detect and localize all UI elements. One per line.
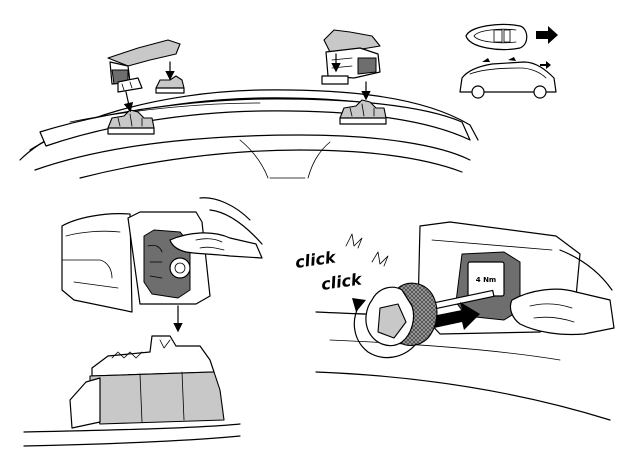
torque-knob [365, 282, 438, 347]
left-rail-foot [107, 109, 155, 135]
right-clamp-assembly [321, 29, 381, 85]
right-rail-foot [339, 99, 387, 125]
direction-arrow-large [536, 26, 558, 44]
click-label-2: click [320, 269, 364, 294]
push-arrow [432, 302, 480, 330]
roof-box-top-view [465, 23, 528, 51]
direction-arrow-small [540, 61, 551, 69]
click-sound-effect-1: click [294, 233, 363, 272]
bottom-right-torque-knob-illustration: 4 Nm click click [294, 221, 615, 421]
rail-section [23, 423, 241, 433]
bottom-left-clamp-insertion-illustration [23, 197, 263, 447]
left-clamp-assembly [107, 39, 185, 94]
torque-label: 4 Nm [476, 276, 496, 284]
top-down-arrows [123, 53, 371, 113]
right-hand [509, 288, 615, 336]
left-hand [169, 232, 263, 259]
top-panel-roof-rail-illustration [19, 29, 479, 179]
inset-orientation-diagram [459, 23, 558, 99]
click-label-1: click [294, 247, 338, 272]
roof-rail-bar [39, 98, 471, 147]
rotation-arrow [353, 301, 417, 359]
